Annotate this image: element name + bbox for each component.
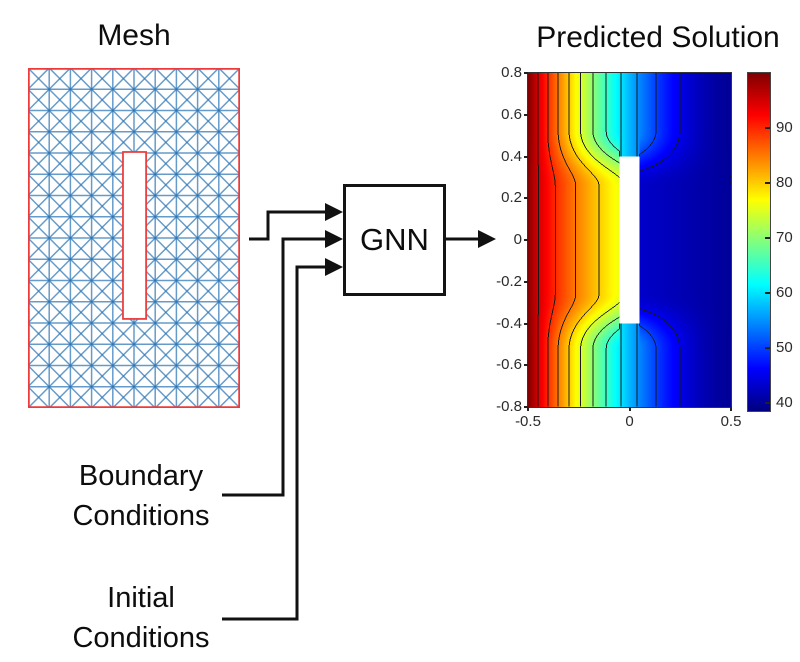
mesh-title: Mesh (97, 19, 171, 52)
y-axis-tick-label: -0.6 (496, 356, 522, 374)
y-axis-tick-mark (524, 364, 528, 367)
colorbar-tick-label: 50 (776, 338, 793, 356)
y-axis-tick-mark (524, 239, 528, 241)
boundary-conditions-line1: Boundary (78, 460, 204, 492)
initial-conditions-label: Initial Conditions (36, 578, 246, 658)
x-axis-tick-label: 0.5 (720, 413, 742, 430)
boundary-conditions-label: Boundary Conditions (36, 456, 246, 536)
solution-heatmap-canvas (527, 72, 732, 408)
x-axis-tick-mark (628, 407, 631, 411)
colorbar-tick-mark (765, 291, 770, 294)
mesh-canvas (28, 68, 240, 408)
colorbar-canvas (747, 72, 771, 412)
initial-conditions-line2: Conditions (72, 622, 210, 654)
y-axis-tick-label: -0.2 (496, 272, 522, 290)
colorbar-tick-label: 90 (776, 118, 793, 136)
y-axis-tick-label: 0.2 (501, 189, 522, 207)
arrowhead-icon (325, 258, 343, 276)
y-axis-tick-mark (524, 197, 528, 200)
x-axis-tick-label: 0 (625, 413, 634, 430)
x-axis-tick-label: -0.5 (515, 413, 541, 430)
initial-to-gnn-arrow-line (222, 265, 327, 621)
y-axis-tick-mark (524, 155, 528, 158)
y-axis-tick-mark (524, 113, 528, 116)
y-axis-tick-label: -0.4 (496, 314, 522, 332)
boundary-conditions-line2: Conditions (72, 500, 210, 532)
colorbar-tick-mark (765, 126, 770, 129)
x-axis-tick-mark (730, 407, 732, 411)
y-axis-tick-label: -0.8 (496, 398, 522, 415)
y-axis-tick-mark (524, 72, 528, 74)
arrowhead-icon (325, 203, 343, 221)
colorbar-tick-mark (765, 346, 770, 349)
y-axis-tick-mark (524, 322, 528, 325)
colorbar-tick-label: 40 (776, 393, 793, 411)
y-axis-tick-label: 0.8 (501, 64, 522, 81)
gnn-box: GNN (343, 184, 446, 296)
y-axis-tick-label: 0 (513, 231, 522, 248)
gnn-label: GNN (360, 222, 429, 257)
arrowhead-icon (325, 230, 343, 248)
colorbar-tick-label: 70 (776, 228, 793, 246)
y-axis-tick-mark (524, 406, 528, 408)
colorbar-tick-mark (765, 401, 770, 404)
arrowhead-icon (478, 230, 496, 248)
colorbar-tick-mark (765, 181, 770, 184)
y-axis-tick-label: 0.4 (501, 147, 522, 165)
y-axis-tick-mark (524, 280, 528, 283)
x-axis-tick-mark (527, 407, 529, 411)
colorbar-tick-label: 80 (776, 173, 793, 191)
mesh-to-gnn-arrow-line (249, 210, 327, 241)
boundary-to-gnn-arrow-line (222, 237, 327, 497)
colorbar-tick-label: 60 (776, 283, 793, 301)
initial-conditions-line1: Initial (107, 582, 175, 614)
colorbar-tick-mark (765, 236, 770, 239)
solution-title: Predicted Solution (536, 21, 780, 54)
y-axis-tick-label: 0.6 (501, 105, 522, 123)
